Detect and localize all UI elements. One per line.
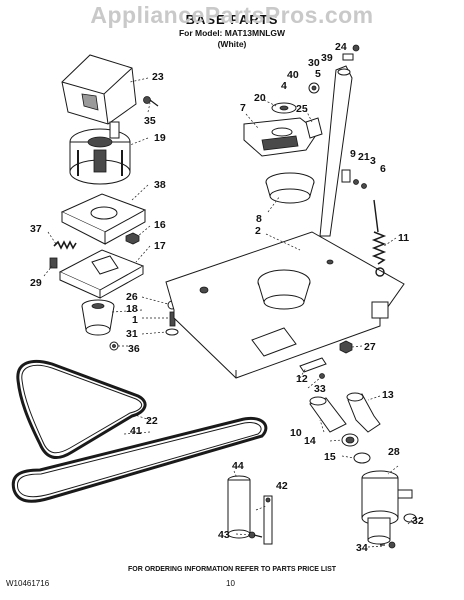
callout-22: 22 (146, 415, 158, 427)
callout-17: 17 (154, 240, 166, 252)
callout-18: 18 (126, 303, 138, 315)
callout-27: 27 (364, 341, 376, 353)
part-strap-42 (263, 495, 273, 545)
model-line: For Model: MAT13MNLGW (178, 28, 286, 38)
part-motor-cover (61, 54, 137, 125)
callout-20: 20 (254, 92, 266, 104)
callout-12: 12 (296, 373, 308, 385)
part-clamp-14 (341, 433, 359, 447)
callout-28: 28 (388, 446, 400, 458)
callout-31: 31 (126, 328, 138, 340)
part-screw-35 (143, 96, 159, 107)
document-code: W10461716 (6, 579, 50, 588)
callout-labels: 23 35 19 38 16 37 17 29 26 18 1 31 36 22… (30, 41, 424, 554)
callout-9: 9 (350, 148, 356, 160)
part-drive-belt (16, 359, 147, 460)
callout-25: 25 (296, 103, 308, 115)
callout-3: 3 (370, 155, 376, 167)
callout-13: 13 (382, 389, 394, 401)
part-screw-34 (380, 541, 396, 549)
callout-11: 11 (398, 232, 409, 244)
callout-6: 6 (380, 163, 386, 175)
callout-16: 16 (154, 219, 166, 231)
part-nut-20 (271, 102, 297, 114)
part-base-frame (165, 231, 405, 379)
part-shift-lever (308, 44, 360, 237)
part-bracket-12 (299, 357, 327, 379)
callout-23: 23 (152, 71, 164, 83)
callout-33: 33 (314, 383, 326, 395)
part-belt-41 (11, 417, 268, 503)
callout-34: 34 (356, 542, 368, 554)
callout-30: 30 (308, 57, 320, 69)
part-clamp-15 (353, 452, 371, 464)
callout-7: 7 (240, 102, 246, 114)
part-spring-37 (53, 240, 77, 250)
callout-1: 1 (132, 314, 138, 326)
part-pulley (81, 299, 115, 336)
callout-35: 35 (144, 115, 156, 127)
part-spring-11 (371, 199, 387, 277)
part-mounting-plate (60, 193, 147, 245)
part-washer-36 (109, 341, 119, 351)
callout-15: 15 (324, 451, 336, 463)
part-hose-13 (346, 392, 381, 433)
callout-42: 42 (276, 480, 288, 492)
color-line: (White) (217, 39, 247, 49)
part-capacitor (227, 475, 251, 539)
part-pump (361, 470, 413, 545)
part-bracket-25 (305, 117, 323, 139)
page-title: BASE PARTS (185, 12, 279, 27)
callout-36: 36 (128, 343, 140, 355)
callout-39: 39 (321, 52, 333, 64)
callout-14: 14 (304, 435, 316, 447)
part-clamp-32 (403, 513, 417, 523)
callout-2: 2 (255, 225, 261, 237)
callout-5: 5 (315, 68, 321, 80)
callout-37: 37 (30, 223, 42, 235)
part-switch-hardware (341, 169, 367, 189)
part-cam-ring (265, 172, 315, 204)
part-motor-base (58, 249, 145, 299)
ordering-note: FOR ORDERING INFORMATION REFER TO PARTS … (127, 566, 337, 573)
part-screw-43 (248, 531, 263, 539)
callout-26: 26 (126, 291, 138, 303)
callout-21: 21 (358, 151, 370, 163)
callout-32: 32 (412, 515, 424, 527)
part-nut-27 (339, 340, 353, 354)
part-hose-10 (309, 396, 347, 433)
callout-43: 43 (218, 529, 230, 541)
part-cam-assembly (243, 117, 319, 157)
callout-4: 4 (281, 80, 287, 92)
callout-29: 29 (30, 277, 42, 289)
callout-10: 10 (290, 427, 302, 439)
callout-8: 8 (256, 213, 262, 225)
part-nut-16 (125, 232, 140, 245)
callout-38: 38 (154, 179, 166, 191)
callout-44: 44 (232, 460, 244, 472)
part-motor (69, 121, 131, 185)
callout-19: 19 (154, 132, 166, 144)
callout-24: 24 (335, 41, 347, 53)
callout-40: 40 (287, 69, 299, 81)
page-number: 10 (226, 579, 235, 588)
part-clip-29 (49, 257, 58, 269)
callout-leaders (43, 77, 413, 548)
callout-41: 41 (130, 425, 142, 437)
watermark: AppliancePartsPros.com (90, 2, 374, 28)
